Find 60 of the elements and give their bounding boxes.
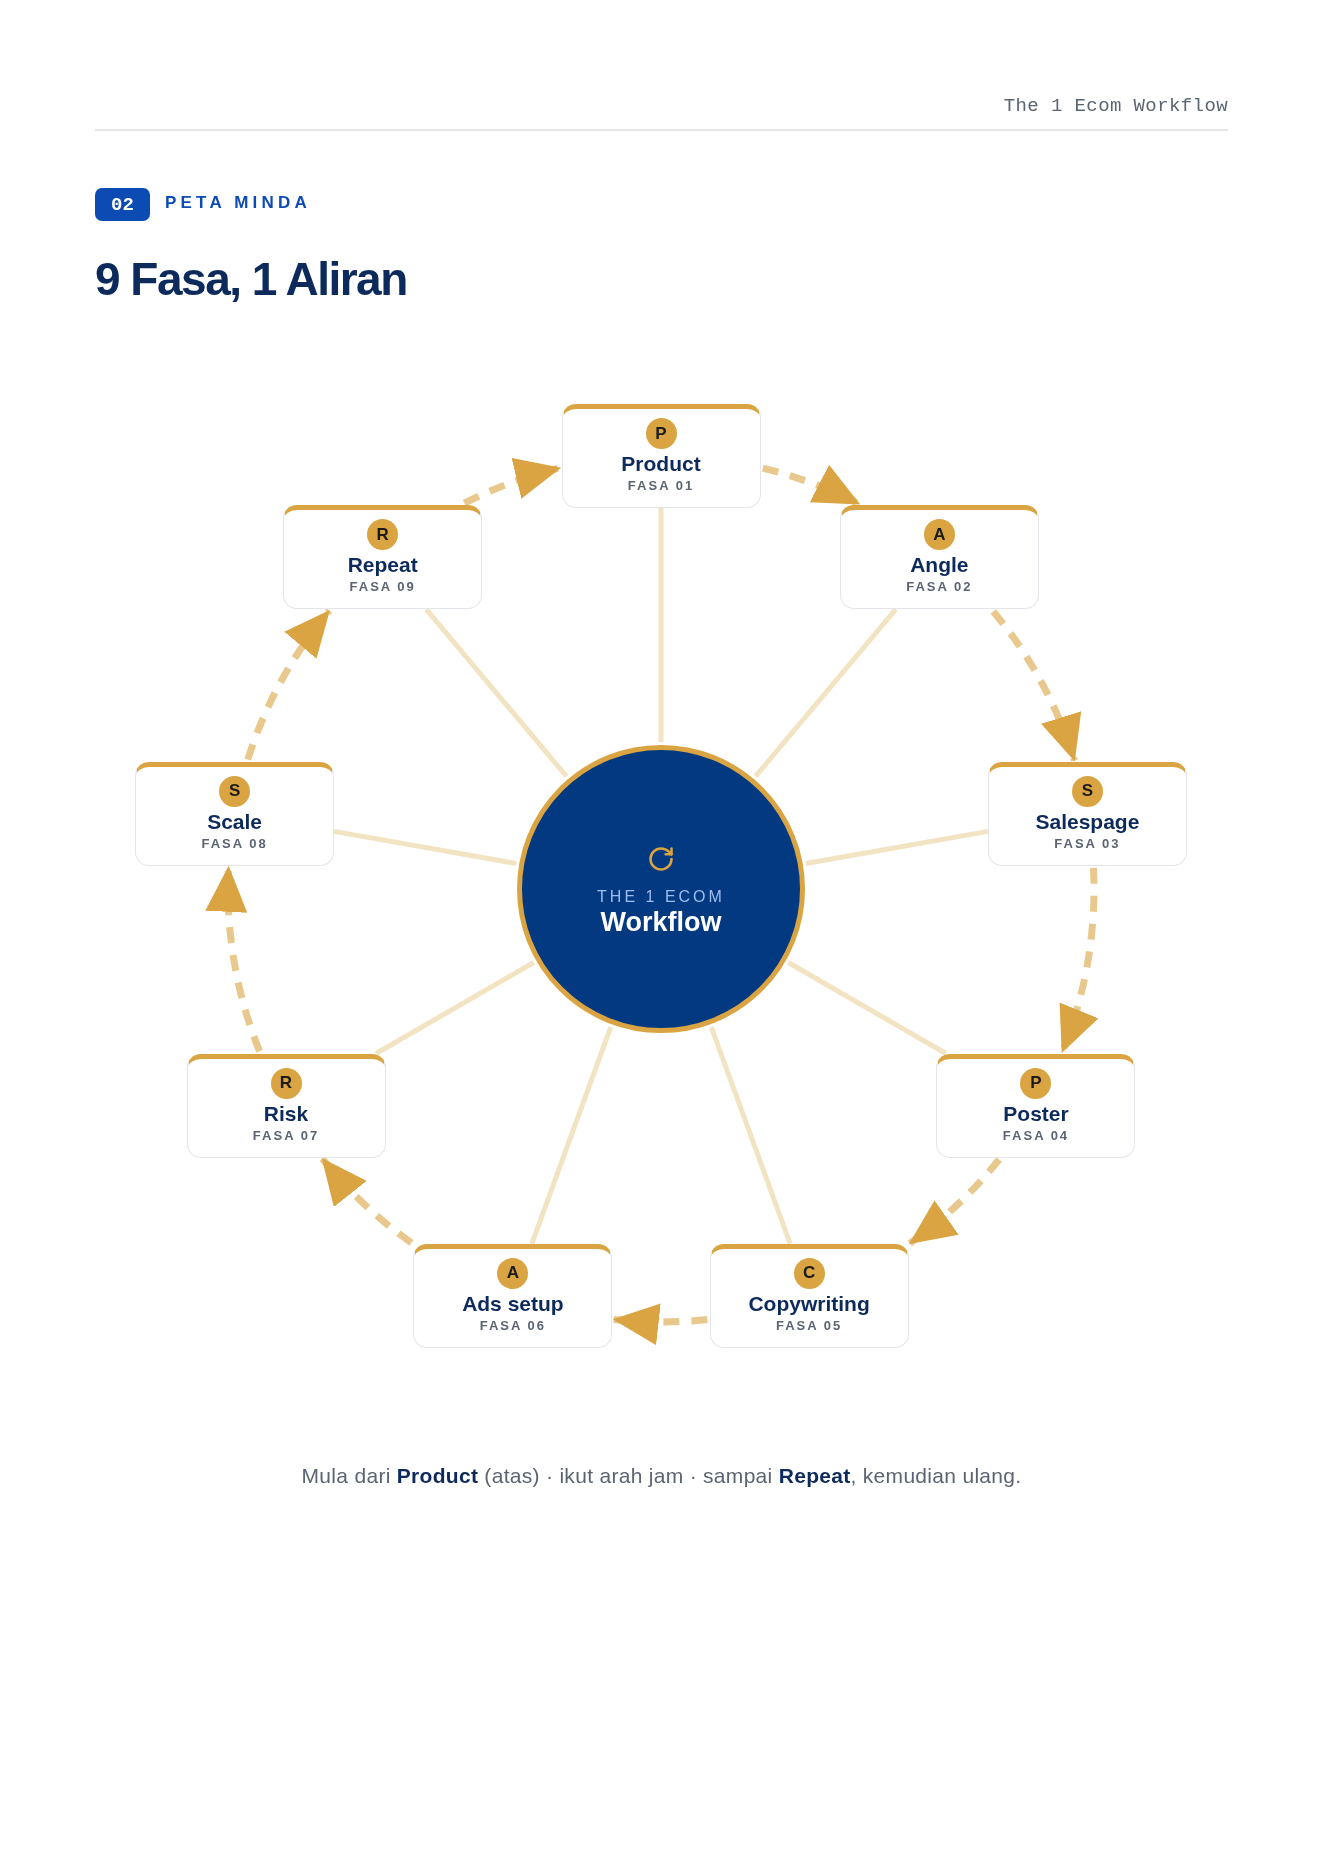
phase-initial: R — [367, 519, 399, 551]
page-title: 9 Fasa, 1 Aliran — [95, 256, 407, 302]
phase-initial: A — [497, 1257, 529, 1289]
phase-number: FASA 01 — [627, 478, 695, 494]
dashed-arrow — [907, 1157, 1002, 1247]
phase-initial: A — [923, 519, 955, 551]
connector-line — [374, 960, 535, 1056]
dashed-arrow — [207, 865, 263, 1053]
phase-title: Salespage — [1035, 809, 1140, 834]
connector-line — [708, 1026, 793, 1245]
phase-number: FASA 07 — [252, 1127, 320, 1144]
connector-line — [333, 828, 517, 866]
phase-initial: S — [219, 775, 251, 807]
phase-card — [283, 505, 483, 610]
section-number: 02 — [95, 188, 150, 221]
header-title: The 1 Ecom Workflow — [1003, 94, 1228, 118]
connector-line — [529, 1026, 614, 1245]
dashed-arrow — [462, 459, 562, 507]
phase-card — [413, 1243, 613, 1348]
connector-line — [424, 607, 569, 778]
hub-title: Workflow — [600, 907, 722, 937]
phase-number: FASA 06 — [479, 1317, 546, 1334]
phase-number: FASA 04 — [1002, 1127, 1070, 1144]
phase-initial: P — [1020, 1067, 1052, 1099]
phase-initial: P — [645, 418, 677, 449]
connector-line — [753, 607, 898, 778]
phase-initial: S — [1071, 775, 1103, 807]
phase-title: Repeat — [347, 553, 418, 578]
phase-number: FASA 08 — [201, 835, 268, 852]
phase-card — [936, 1053, 1136, 1158]
dashed-arrow — [319, 1156, 414, 1246]
phase-card — [709, 1243, 909, 1348]
connector-line — [787, 960, 948, 1056]
dashed-arrow — [612, 1302, 708, 1345]
connector-line — [658, 508, 664, 742]
phase-title: Risk — [263, 1101, 309, 1126]
phase-card — [839, 505, 1039, 610]
caption-text: Mula dari Product (atas) · ikut arah jam · sampai Repeat, kemudian ulang. — [300, 1463, 1023, 1489]
section-label: PETA MINDA — [165, 192, 311, 214]
phase-card — [987, 761, 1187, 866]
phase-title: Poster — [1003, 1101, 1069, 1126]
phase-title: Scale — [207, 809, 262, 834]
phase-title: Ads setup — [462, 1291, 564, 1316]
phase-number: FASA 02 — [906, 579, 973, 596]
dashed-arrow — [244, 608, 333, 761]
phase-number: FASA 09 — [349, 579, 416, 596]
hub-kicker: THE 1 ECOM — [597, 887, 725, 907]
phase-initial: R — [270, 1067, 302, 1099]
phase-card — [186, 1053, 386, 1158]
connector-line — [805, 828, 989, 866]
phase-card — [135, 761, 335, 866]
phase-initial: C — [793, 1257, 825, 1289]
phase-card — [561, 404, 761, 508]
phase-number: FASA 03 — [1054, 835, 1121, 852]
phase-number: FASA 05 — [775, 1317, 843, 1334]
dashed-arrow — [761, 464, 861, 508]
phase-title: Angle — [910, 553, 969, 578]
phase-title: Product — [621, 452, 701, 476]
dashed-arrow — [990, 609, 1079, 762]
phase-title: Copywriting — [748, 1291, 870, 1316]
